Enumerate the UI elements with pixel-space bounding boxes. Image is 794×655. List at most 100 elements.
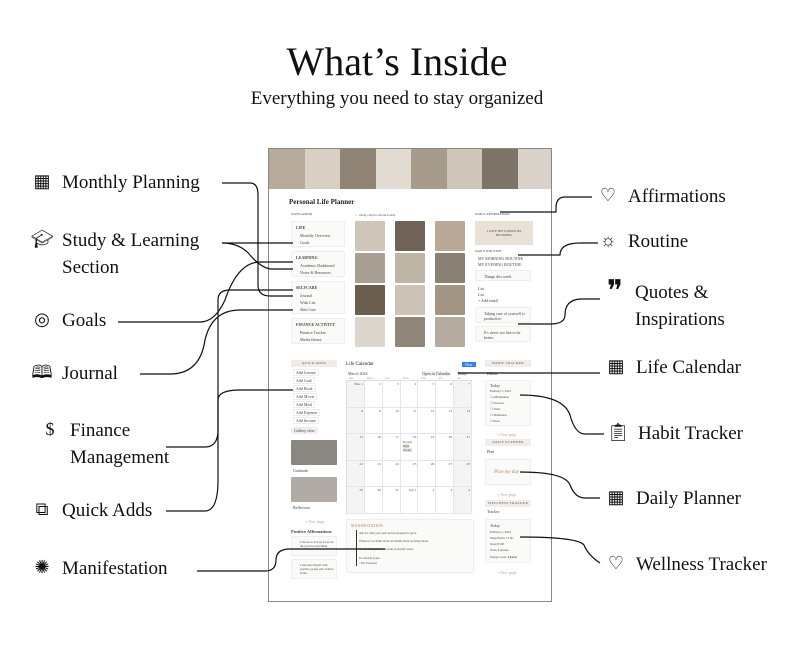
calendar-day[interactable]: 4 xyxy=(400,381,419,408)
label-text: Monthly Planning xyxy=(62,172,200,193)
calendar-day[interactable]: 2 xyxy=(418,487,437,514)
nav-link[interactable]: Journal xyxy=(300,293,312,298)
quote-card: Taking care of yourself is productive. xyxy=(475,307,531,323)
weekday-label: Thu xyxy=(421,376,426,380)
calendar-day[interactable]: 9 xyxy=(364,407,383,435)
calendar-day[interactable]: 10 xyxy=(382,407,401,435)
calendar-day[interactable]: 7 xyxy=(454,381,472,408)
nav-link[interactable]: Media library xyxy=(300,337,322,342)
photo-banner xyxy=(269,149,551,189)
calendar-day[interactable]: 8 xyxy=(347,407,365,435)
heart-hands-icon: ♡ xyxy=(607,552,625,573)
nav-link[interactable]: Notes & Resources xyxy=(300,270,331,275)
wellness-view-tab[interactable]: Tracker xyxy=(487,509,500,514)
calendar-day[interactable]: 20 xyxy=(436,434,455,461)
calendar-day[interactable]: 13 xyxy=(436,407,455,435)
calendar-day[interactable]: 14 xyxy=(454,407,472,435)
calendar-day[interactable]: 17 xyxy=(382,434,401,461)
label-text: Routine xyxy=(628,231,689,252)
quick-add-button[interactable]: Add Movie xyxy=(293,393,318,400)
label-text: Quotes &Inspirations xyxy=(635,282,725,330)
gallery-view-tab[interactable]: Gallery view xyxy=(291,427,318,434)
calendar-day[interactable]: 30 xyxy=(364,487,383,514)
quick-add-button[interactable]: Add Goal xyxy=(293,377,315,384)
planner-title: Personal Life Planner xyxy=(289,198,355,206)
calendar-day[interactable]: 11 xyxy=(400,407,419,435)
manifestation-card: MANIFESTATION Ask for what you want and … xyxy=(346,519,474,573)
nav-link[interactable]: Finance Tracker xyxy=(300,330,326,335)
new-button[interactable]: New xyxy=(462,362,476,367)
todo-item[interactable]: List xyxy=(478,292,485,297)
new-page-button[interactable]: + New page xyxy=(497,432,517,437)
calendar-day[interactable]: 23 xyxy=(364,460,383,488)
gallery-hint: ← Drag clip for mood board xyxy=(355,213,396,217)
nav-link[interactable]: Wish List xyxy=(300,300,316,305)
calendar-day[interactable]: 21 xyxy=(454,434,472,461)
nav-link[interactable]: Goals xyxy=(300,240,310,245)
nav-link[interactable]: Skin Care xyxy=(300,307,316,312)
calendar-day[interactable]: 16 xyxy=(364,434,383,461)
open-calendar-button[interactable]: Open in Calendar xyxy=(422,371,451,376)
calendar-event[interactable]: Errands xyxy=(402,440,412,445)
calendar-day[interactable]: 12 xyxy=(418,407,437,435)
calendar-day[interactable]: 31 xyxy=(382,487,401,514)
calendar-day[interactable]: 28 xyxy=(454,460,472,488)
gallery-card[interactable]: Gratitude xyxy=(293,468,309,473)
gallery-card[interactable]: Reflection xyxy=(293,505,310,510)
new-page-button[interactable]: + New page xyxy=(305,519,325,524)
calendar-day[interactable]: 3 xyxy=(382,381,401,408)
calendar-day[interactable]: 26 xyxy=(418,460,437,488)
calendar-day[interactable]: 5 xyxy=(418,381,437,408)
calendar-day[interactable]: 6 xyxy=(436,381,455,408)
calendar-day[interactable]: 24 xyxy=(382,460,401,488)
quick-add-button[interactable]: Add Meal xyxy=(293,401,316,408)
quick-add-button[interactable]: Add Book xyxy=(293,385,316,392)
routine-link[interactable]: MY MORNING ROUTINE xyxy=(478,256,523,261)
wellness-heading: WELLNESS TRACKER xyxy=(485,500,531,507)
new-page-button[interactable]: + New page xyxy=(497,492,517,497)
quick-add-button[interactable]: Add Journal xyxy=(293,369,319,376)
calendar-day[interactable]: 29 xyxy=(347,487,365,514)
calendar-day[interactable]: 25 xyxy=(400,460,419,488)
book-icon: 🕮 xyxy=(31,361,53,382)
weekday-label: Fri xyxy=(439,376,443,380)
gallery-card-image xyxy=(291,440,337,465)
positive-card: I surround myself with positive people w… xyxy=(291,559,337,579)
quick-add-button[interactable]: Add Income xyxy=(293,417,319,424)
add-button[interactable]: + Add email xyxy=(478,298,498,303)
affirmation-heading: DAILY AFFIRMATION xyxy=(475,212,510,216)
nav-group-finance: FINANCE ACTIVITY Finance Tracker Media l… xyxy=(291,318,345,344)
daily-view-tab[interactable]: Plan xyxy=(487,449,495,454)
calendar-day[interactable]: 19 xyxy=(418,434,437,461)
calendar-title: Life Calendar xyxy=(346,362,374,367)
calendar-day[interactable]: 15 xyxy=(347,434,365,461)
nav-group-selfcare: SELFCARE Journal Wish List Skin Care xyxy=(291,281,345,314)
weekday-label: Wed xyxy=(403,376,409,380)
label-text: Quick Adds xyxy=(62,500,153,521)
calendar-day[interactable]: 22 xyxy=(347,460,365,488)
label-text: Goals xyxy=(62,310,107,331)
routine-link[interactable]: MY EVENING ROUTINE xyxy=(478,262,522,267)
calendar-day[interactable]: 2 xyxy=(364,381,383,408)
calendar-day[interactable]: 4 xyxy=(454,487,472,514)
todo-item[interactable]: List xyxy=(478,286,485,291)
nav-link[interactable]: Academic Dashboard xyxy=(300,263,335,268)
gallery-card-image xyxy=(291,477,337,502)
positive-heading: Positive Affirmations xyxy=(291,529,332,534)
calendar-day[interactable]: Apr 1 xyxy=(400,487,419,514)
label-text: Wellness Tracker xyxy=(636,554,767,575)
calendar-add-icon: ▦ xyxy=(607,486,625,507)
nav-link[interactable]: Monthly Overview xyxy=(300,233,331,238)
calendar-day[interactable]: Mar 1 xyxy=(347,381,365,408)
quick-add-button[interactable]: Add Expense xyxy=(293,409,321,416)
calendar-day[interactable]: 3 xyxy=(436,487,455,514)
new-page-button[interactable]: + New page xyxy=(497,570,517,575)
wellness-card: Today February 5, 2024 Sleep Hours 7.5 h… xyxy=(485,519,531,563)
calendar-day[interactable]: 27 xyxy=(436,460,455,488)
calendar-chart-icon: ▦ xyxy=(33,170,51,191)
habit-heading: HABIT TRACKER xyxy=(485,360,531,367)
